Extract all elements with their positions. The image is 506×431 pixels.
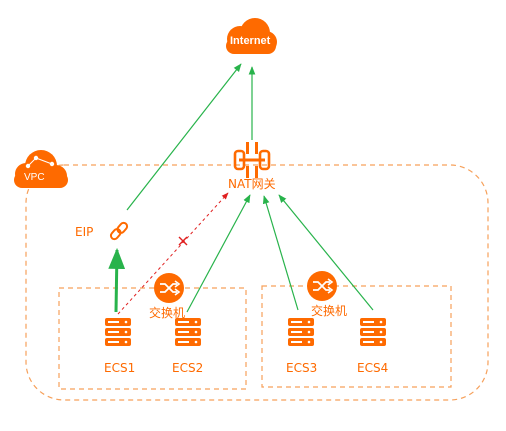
ecs2-label: ECS2 (172, 361, 204, 375)
ecs3-label: ECS3 (286, 361, 318, 375)
nat-gateway-label: NAT网关 (228, 177, 276, 191)
server-icon-ecs3 (288, 318, 314, 346)
vpc-cloud-icon (14, 150, 68, 188)
internet-label: Internet (230, 35, 271, 47)
switch-right-label: 交换机 (311, 304, 348, 318)
vswitch-left-boundary (58, 287, 247, 390)
eip-link-icon (109, 221, 129, 241)
vswitch-right-boundary (261, 285, 452, 388)
switch-left-label: 交换机 (149, 306, 186, 320)
ecs3-to-nat-link (262, 195, 299, 311)
nat-gateway-icon (233, 142, 271, 178)
server-icon-ecs4 (360, 318, 386, 346)
server-icon-ecs1 (105, 318, 131, 346)
ecs1-to-eip-link (108, 247, 126, 313)
eip-label: EIP (75, 225, 94, 239)
cross-mark-icon (178, 236, 188, 246)
ecs4-to-nat-link (278, 194, 374, 311)
ecs4-label: ECS4 (357, 361, 389, 375)
ecs1-label: ECS1 (104, 361, 136, 375)
server-icon-ecs2 (175, 318, 201, 346)
vpc-label: VPC (24, 172, 45, 183)
cloud-icon (226, 18, 277, 54)
eip-to-internet-link (126, 63, 242, 211)
ecs2-to-nat-link (186, 194, 251, 313)
switch-icon-right (306, 270, 338, 302)
vpc-boundary (25, 164, 489, 401)
switch-icon-left (153, 272, 185, 304)
